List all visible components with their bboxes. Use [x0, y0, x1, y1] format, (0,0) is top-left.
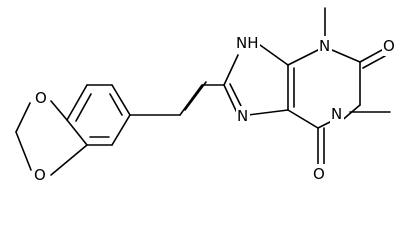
label-bg: [236, 106, 250, 126]
atom-label-o-dioxole-bottom: O: [34, 166, 46, 184]
double-bond-inner: [109, 93, 123, 116]
atom-label-o-carbonyl-bottom: O: [313, 165, 325, 183]
substituents: [317, 7, 391, 166]
bond: [317, 121, 331, 129]
label-bg: [330, 104, 344, 124]
bond: [287, 49, 319, 66]
label-bg: [318, 36, 332, 56]
bond: [15, 102, 31, 133]
double-bond-inner: [229, 83, 243, 109]
atom-label-nh: NH: [236, 34, 259, 52]
bond: [50, 100, 68, 121]
benzene-ring: [66, 84, 131, 146]
bond: [223, 84, 239, 116]
label-bg: [33, 165, 47, 185]
double-bond-inner: [75, 93, 92, 122]
bond: [179, 84, 203, 116]
label-bg: [234, 33, 260, 53]
double-bond-inner: [184, 81, 207, 111]
atom-label-n-top: N: [319, 37, 330, 55]
bond: [287, 109, 319, 129]
pyrimidine-ring: [287, 49, 361, 129]
bond: [331, 49, 361, 63]
bond: [50, 144, 88, 176]
structure-canvas: NH N N N O O O O: [15, 7, 396, 185]
atom-labels: NH N N N O O O O: [33, 33, 396, 185]
bond: [223, 54, 239, 86]
chemical-structure-diagram: NH N N N O O O O: [15, 7, 396, 185]
label-bg: [34, 88, 48, 108]
bond: [66, 119, 88, 146]
label-bg: [312, 164, 326, 184]
bond: [15, 131, 32, 171]
bond: [247, 109, 289, 116]
double-bond: [359, 49, 383, 63]
vinyl-linker: [129, 81, 225, 116]
bond: [111, 84, 131, 116]
bond: [111, 114, 131, 146]
bond: [66, 84, 88, 121]
imidazole-ring: [223, 44, 289, 116]
bond: [259, 44, 289, 66]
atom-label-n-right: N: [331, 105, 342, 123]
dioxole-ring: [15, 100, 88, 176]
label-bg: [382, 36, 396, 56]
double-bond: [362, 55, 386, 69]
atom-label-o-dioxole-top: O: [35, 89, 47, 107]
atom-label-o-carbonyl-right: O: [383, 37, 395, 55]
atom-label-n-imidazole: N: [237, 107, 248, 125]
